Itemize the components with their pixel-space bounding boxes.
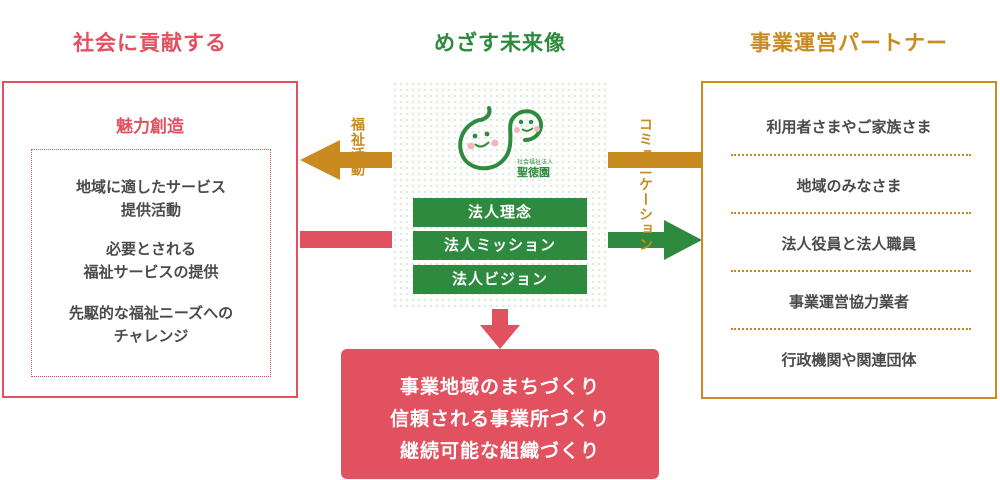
contribution-item-line: 提供活動 [120,201,181,219]
outcome-line: 継続可能な組織づくり [399,440,600,462]
partner-item: 事業運営協力業者 [788,293,909,311]
welfare-activity-arrow [300,140,392,180]
attraction-title: 魅力創造 [116,117,184,137]
partner-divider [731,270,971,272]
down-arrow [480,309,520,349]
contribution-box [2,81,298,398]
contribution-connector-bar [300,231,392,248]
partner-item: 行政機関や関連団体 [781,351,917,369]
outcomes-box [341,349,659,479]
partners-box [701,81,997,399]
partner-item: 法人役員と法人職員 [781,235,917,253]
outcome-line: 信頼される事業所づくり [389,408,610,430]
philosophy-button[interactable]: 法人理念 [413,198,587,227]
heading-contribute: 社会に貢献する [73,31,227,55]
logo-name: 聖徳園 [517,166,550,179]
partner-item: 地域のみなさま [796,177,902,195]
contribution-item: 必要とされる 福祉サービスの提供 [31,238,271,284]
contribution-item-line: チャレンジ [113,327,189,345]
vision-button[interactable]: 法人ビジョン [413,265,587,294]
heading-vision: めざす未来像 [434,31,566,55]
partner-divider [731,154,971,156]
contribution-item: 先駆的な福祉ニーズへの チャレンジ [31,302,271,348]
partner-item: 利用者さまやご家族さま [766,118,932,136]
heading-partners: 事業運営パートナー [750,31,948,55]
contribution-item-line: 福祉サービスの提供 [83,263,219,281]
outcome-line: 事業地域のまちづくり [399,376,600,398]
logo-subtitle: 社会福祉法人 [517,159,554,166]
mission-button[interactable]: 法人ミッション [413,231,587,260]
partner-divider [731,212,971,214]
partner-connector-bar [608,152,701,168]
contribution-item: 地域に適したサービス 提供活動 [31,176,271,222]
welfare-activity-label: 福祉活動 [349,117,365,177]
contribution-item-line: 地域に適したサービス [75,178,226,196]
contribution-item-line: 必要とされる [105,240,196,258]
organization-logo-icon [458,106,544,171]
communication-arrow [608,220,702,260]
contribution-inner-box [31,149,271,377]
communication-label: コミュニケーション [637,117,653,252]
contribution-item-line: 先駆的な福祉ニーズへの [68,304,234,322]
partner-divider [731,328,971,330]
